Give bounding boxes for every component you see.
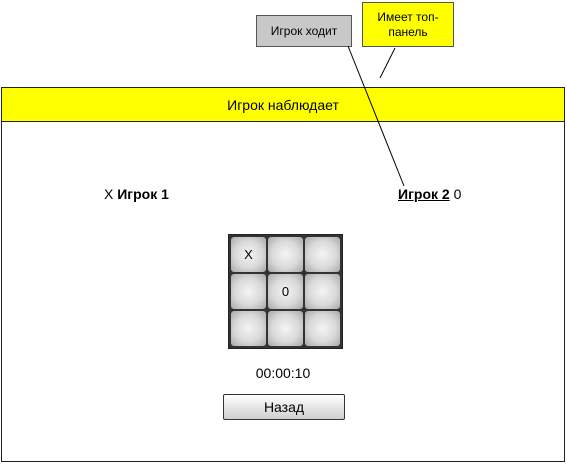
- player-1-info: X Игрок 1: [104, 186, 169, 202]
- player-2-info: Игрок 2 0: [398, 186, 461, 202]
- back-button[interactable]: Назад: [223, 394, 345, 420]
- annotation-has-top-panel: Имеет топ-панель: [362, 2, 454, 47]
- player-1-name: Игрок 1: [117, 186, 169, 202]
- player-2-name: Игрок 2: [398, 186, 450, 202]
- player-1-symbol: X: [104, 186, 114, 202]
- game-timer: 00:00:10: [255, 365, 311, 381]
- board-cell-3[interactable]: [305, 237, 340, 272]
- top-panel-title: Игрок наблюдает: [227, 96, 339, 113]
- connector-top-panel: [379, 47, 396, 79]
- board-cell-5[interactable]: 0: [268, 274, 303, 309]
- game-screen: Игрок наблюдает X Игрок 1 Игрок 2 0 X 0 …: [1, 87, 565, 462]
- board-cell-8[interactable]: [268, 311, 303, 346]
- board-cell-2[interactable]: [268, 237, 303, 272]
- game-board: X 0: [228, 234, 343, 349]
- board-cell-4[interactable]: [231, 274, 266, 309]
- player-2-symbol: 0: [453, 186, 462, 202]
- top-panel: Игрок наблюдает: [2, 88, 564, 122]
- board-cell-6[interactable]: [305, 274, 340, 309]
- board-cell-1[interactable]: X: [231, 237, 266, 272]
- annotation-player-moves: Игрок ходит: [256, 15, 352, 47]
- board-cell-7[interactable]: [231, 311, 266, 346]
- board-cell-9[interactable]: [305, 311, 340, 346]
